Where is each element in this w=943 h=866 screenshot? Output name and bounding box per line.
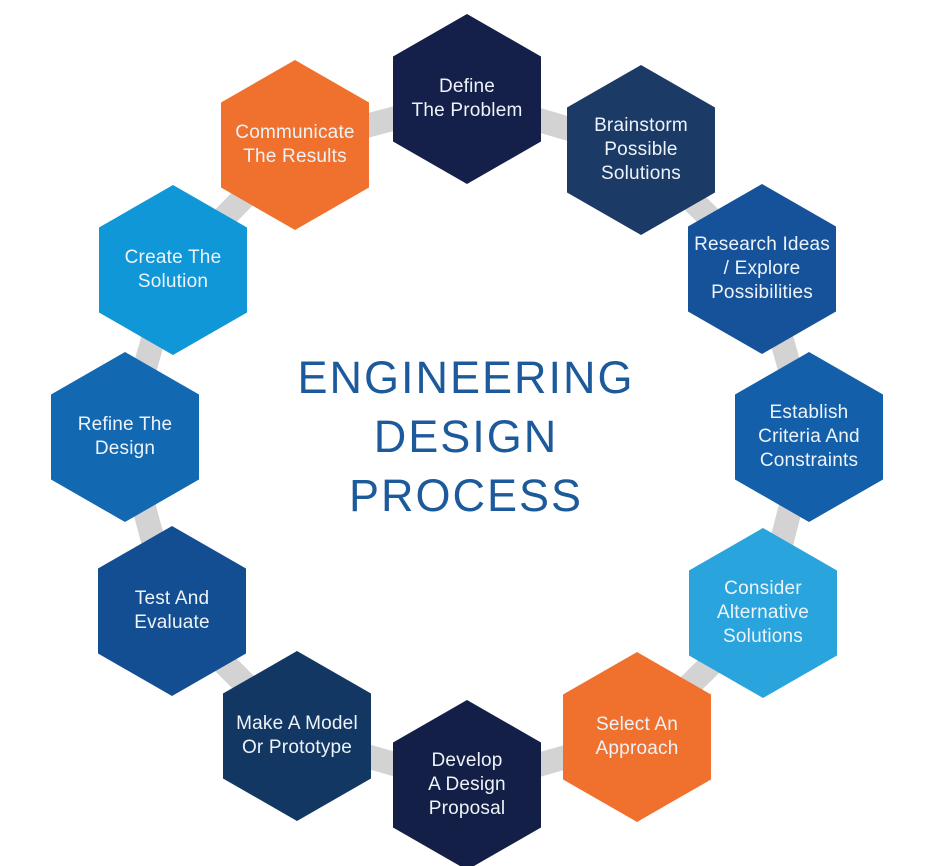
hex-step-label-create-the-solution: Create The Solution xyxy=(124,247,222,292)
diagram-title-line-2: DESIGN xyxy=(373,411,559,462)
hex-step-brainstorm-possible-solutions: Brainstorm Possible Solutions xyxy=(567,65,715,235)
hex-step-label-make-a-model-or-prototype: Make A Model Or Prototype xyxy=(236,713,358,758)
hex-step-label-define-the-problem: Define The Problem xyxy=(411,76,523,121)
hex-step-label-test-and-evaluate: Test And Evaluate xyxy=(134,588,210,633)
hex-step-label-brainstorm-possible-solutions: Brainstorm Possible Solutions xyxy=(594,115,688,184)
hex-step-label-refine-the-design: Refine The Design xyxy=(77,414,173,459)
hex-step-label-communicate-the-results: Communicate The Results xyxy=(235,122,355,167)
hex-step-label-establish-criteria-and-constraints: Establish Criteria And Constraints xyxy=(758,402,860,471)
hex-step-label-research-ideas-explore-possibilities: Research Ideas / Explore Possibilities xyxy=(694,234,830,303)
diagram-title-line-3: PROCESS xyxy=(348,470,584,521)
hex-step-label-select-an-approach: Select An Approach xyxy=(595,714,679,759)
hex-step-research-ideas-explore-possibilities: Research Ideas / Explore Possibilities xyxy=(688,184,836,354)
hex-step-establish-criteria-and-constraints: Establish Criteria And Constraints xyxy=(735,352,883,522)
hex-step-label-develop-a-design-proposal: Develop A Design Proposal xyxy=(428,750,506,819)
diagram-title-line-1: ENGINEERING xyxy=(297,352,635,403)
hex-step-label-consider-alternative-solutions: Consider Alternative Solutions xyxy=(717,578,809,647)
diagram-title: ENGINEERING DESIGN PROCESS xyxy=(297,348,634,525)
hex-step-refine-the-design: Refine The Design xyxy=(51,352,199,522)
